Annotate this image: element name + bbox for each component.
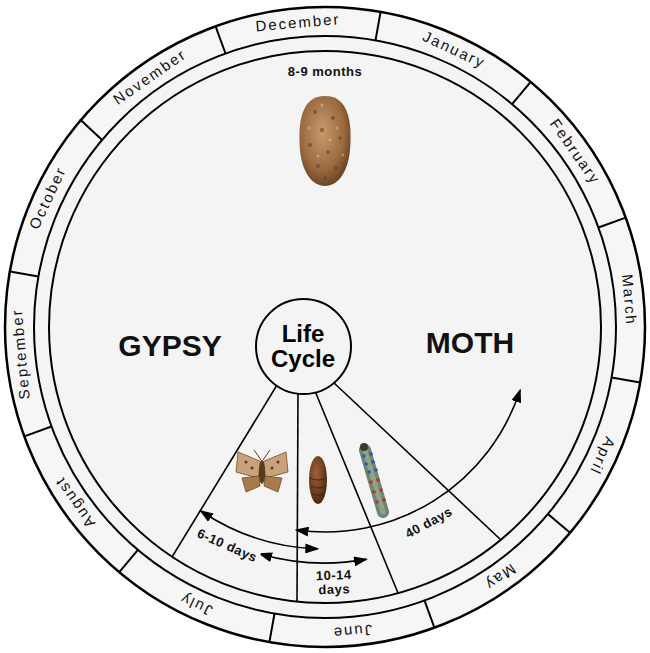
stage-dividers bbox=[172, 382, 501, 602]
egg-mass-picture bbox=[299, 96, 350, 186]
center-title: Life Cycle bbox=[268, 321, 338, 371]
outer-ring bbox=[5, 7, 645, 647]
larva-duration-arrow bbox=[297, 390, 521, 532]
month-ring-inner bbox=[34, 36, 616, 618]
center-circle: Life Cycle bbox=[255, 298, 352, 395]
duration-arrows bbox=[201, 390, 520, 563]
heading-word: GYPSY bbox=[118, 329, 221, 362]
caterpillar-picture bbox=[360, 443, 386, 512]
heading-word: MOTH bbox=[426, 326, 514, 359]
pupa-duration-arrow bbox=[260, 554, 366, 563]
month-dividers bbox=[10, 12, 640, 642]
pupa-picture bbox=[309, 456, 327, 504]
month-label: June bbox=[331, 621, 373, 641]
duration-label: 8-9 months bbox=[288, 65, 362, 79]
inner-circle bbox=[49, 51, 601, 603]
duration-label: 10-14 days bbox=[309, 568, 358, 598]
month-label: March bbox=[619, 274, 640, 327]
adult-moth-picture bbox=[236, 450, 288, 492]
